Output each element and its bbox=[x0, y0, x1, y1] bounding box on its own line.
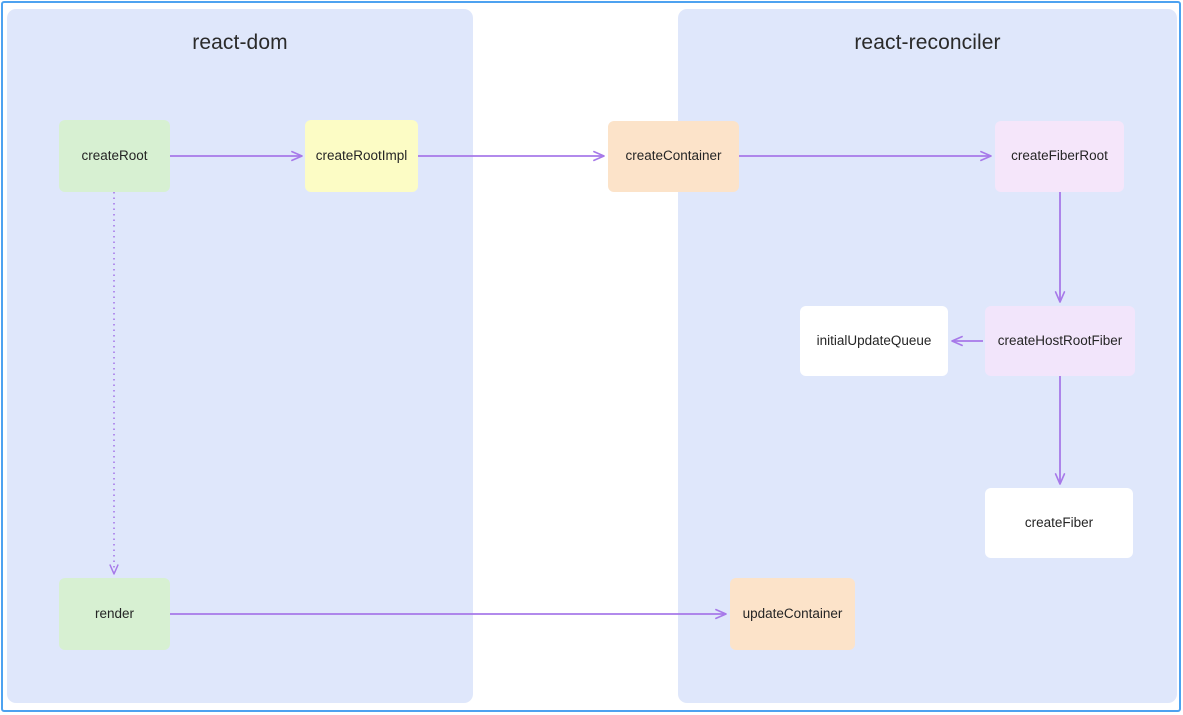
node-createRoot[interactable]: createRoot bbox=[59, 120, 170, 192]
node-createFiberRoot[interactable]: createFiberRoot bbox=[995, 121, 1124, 192]
node-render[interactable]: render bbox=[59, 578, 170, 650]
node-createHostRootFiber[interactable]: createHostRootFiber bbox=[985, 306, 1135, 376]
node-updateContainer[interactable]: updateContainer bbox=[730, 578, 855, 650]
node-createContainer[interactable]: createContainer bbox=[608, 121, 739, 192]
node-initialUpdateQueue[interactable]: initialUpdateQueue bbox=[800, 306, 948, 376]
panel-title-react-reconciler: react-reconciler bbox=[854, 31, 1001, 54]
node-createRootImpl[interactable]: createRootImpl bbox=[305, 120, 418, 192]
panel-title-react-dom: react-dom bbox=[192, 31, 288, 54]
node-createFiber[interactable]: createFiber bbox=[985, 488, 1133, 558]
